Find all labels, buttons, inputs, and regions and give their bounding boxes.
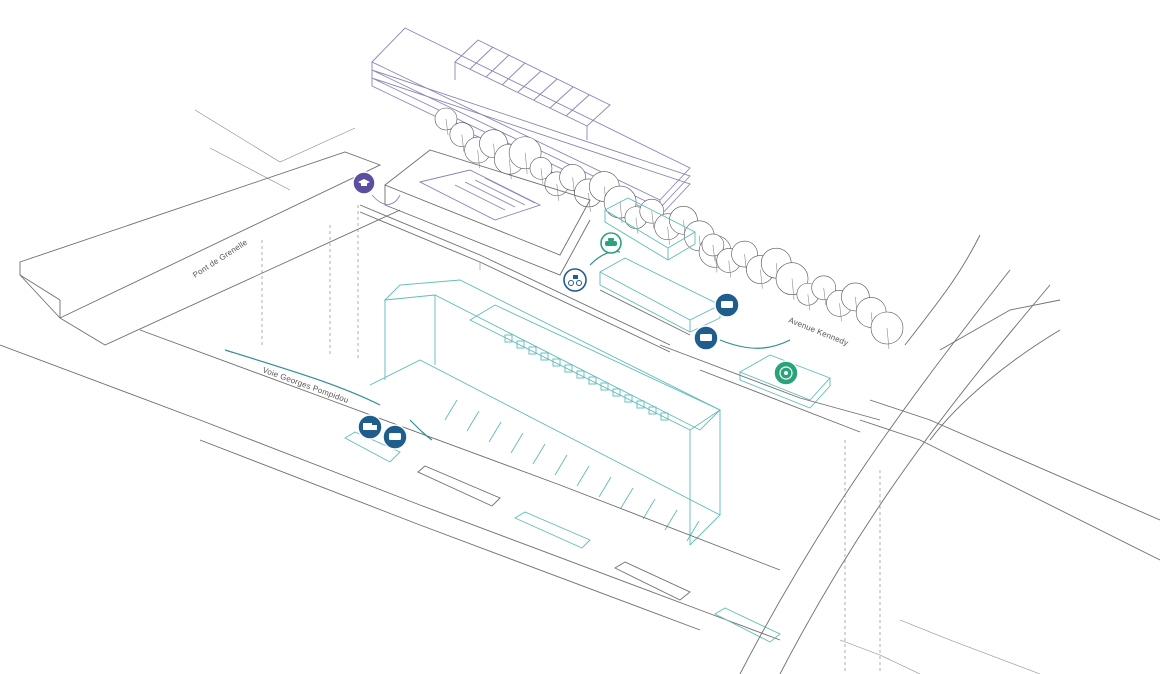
bay-divider xyxy=(576,465,590,487)
avenue-kennedy: Avenue Kennedy xyxy=(659,316,881,433)
rack-unit xyxy=(660,412,669,421)
rack-unit xyxy=(648,406,657,415)
bay-divider xyxy=(532,443,546,465)
rooftop-modules xyxy=(454,39,611,140)
tree-trunk xyxy=(635,217,639,234)
rack-unit xyxy=(600,382,609,391)
label-pont-de-grenelle: Pont de Grenelle xyxy=(191,237,249,279)
tree-trunk xyxy=(651,211,655,229)
tree-trunk xyxy=(839,303,842,322)
bay-divider xyxy=(466,410,480,432)
car-icon xyxy=(600,232,622,254)
tree-trunk xyxy=(588,192,591,212)
label-voie-georges-pompidou: Voie Georges Pompidou xyxy=(261,365,350,405)
cargo-bike-icon xyxy=(563,268,587,292)
bay-divider xyxy=(554,454,568,476)
upper-building xyxy=(371,27,691,225)
bay-divider xyxy=(686,520,700,542)
van-icon xyxy=(714,292,740,318)
rack-unit xyxy=(576,370,585,379)
tree-trunk xyxy=(540,168,544,185)
flow-arrows xyxy=(224,194,791,441)
rack-unit xyxy=(540,352,549,361)
tree-trunk xyxy=(509,159,512,180)
hydrogen-station xyxy=(738,354,831,409)
rack-unit xyxy=(504,334,513,343)
rack-unit xyxy=(588,376,597,385)
tree-trunk xyxy=(524,152,528,174)
rack-unit xyxy=(516,340,525,349)
tree-trunk xyxy=(712,244,716,261)
bay-divider xyxy=(642,498,656,520)
tree-trunk xyxy=(791,278,795,300)
upper-platform xyxy=(359,149,671,353)
tree-trunk xyxy=(807,294,811,311)
rack-unit xyxy=(636,400,645,409)
rack-unit xyxy=(528,346,537,355)
bay-divider xyxy=(598,476,612,498)
tree-trunk xyxy=(886,327,890,350)
tree-trunk xyxy=(823,287,826,305)
bay-divider xyxy=(620,487,634,509)
van-icon xyxy=(382,424,408,450)
bay-divider xyxy=(510,432,524,454)
tree-trunk xyxy=(556,183,560,201)
pont-de-grenelle: Pont de Grenelle xyxy=(19,109,401,346)
tree-trunk xyxy=(445,118,449,136)
label-avenue-kennedy: Avenue Kennedy xyxy=(787,316,849,348)
projection-lines xyxy=(261,205,881,674)
rack-unit xyxy=(612,388,621,397)
tree-canopy xyxy=(434,107,904,350)
bay-divider xyxy=(664,509,678,531)
icon-layer xyxy=(352,171,799,450)
tree-trunk xyxy=(728,260,732,278)
garage-blocks xyxy=(599,197,722,336)
van-icon xyxy=(693,325,719,351)
bay-divider xyxy=(444,399,458,421)
elevated-ramp xyxy=(739,234,1160,674)
truck-icon xyxy=(357,414,383,440)
rack-unit xyxy=(624,394,633,403)
tree-trunk xyxy=(461,134,465,152)
loading-bays xyxy=(444,399,700,542)
rack-unit xyxy=(564,364,573,373)
logistics-hall xyxy=(369,279,721,546)
education-icon xyxy=(352,171,376,195)
rack-unit xyxy=(552,358,561,367)
tree-trunk xyxy=(619,202,623,224)
hydrogen-station-icon xyxy=(773,360,799,386)
storage-racks xyxy=(504,334,669,421)
tree-trunk xyxy=(667,226,670,245)
tree-trunk xyxy=(760,269,763,289)
bay-divider xyxy=(488,421,502,443)
